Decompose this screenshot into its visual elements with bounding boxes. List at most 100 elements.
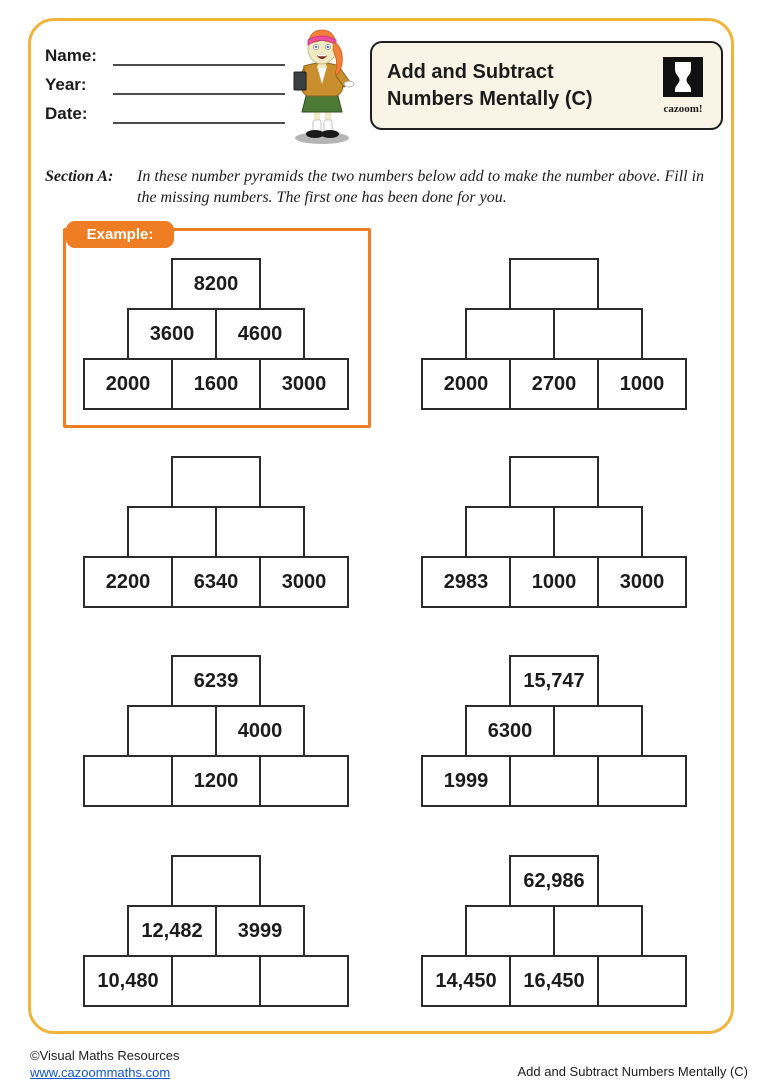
pyramid-cell-filled: 1200	[171, 755, 261, 807]
pyramid-cell-empty	[171, 855, 261, 907]
date-line	[113, 106, 285, 124]
pyramid-cell-filled: 4600	[215, 308, 305, 360]
pyramid-cell-empty	[171, 955, 261, 1007]
pyramid-cell-empty	[127, 506, 217, 558]
pyramid-cell-empty	[553, 905, 643, 957]
pyramid-cell-filled: 1000	[509, 556, 599, 608]
date-label: Date:	[45, 104, 88, 123]
pyramid-row	[420, 905, 688, 957]
pyramid-cell-filled: 2700	[509, 358, 599, 410]
pyramid-cell-empty	[259, 755, 349, 807]
title-line1: Add and Subtract	[387, 60, 554, 83]
year-label: Year:	[45, 75, 87, 94]
cazoom-logo: cazoom!	[661, 56, 705, 115]
pyramid-cell-empty	[597, 955, 687, 1007]
footer-worksheet-name: Add and Subtract Numbers Mentally (C)	[517, 1064, 748, 1079]
pyramid-row: 1200	[82, 755, 350, 807]
cazoom-logo-icon	[663, 56, 703, 97]
pyramid-cell-filled: 12,482	[127, 905, 217, 957]
pyramid-cell-filled: 2000	[83, 358, 173, 410]
pyramid-cell-empty	[553, 705, 643, 757]
page-border	[28, 18, 734, 1034]
pyramid-cell-filled: 8200	[171, 258, 261, 310]
pyramid-cell-filled: 10,480	[83, 955, 173, 1007]
pyramid-cell-empty	[553, 308, 643, 360]
pyramid-row	[420, 506, 688, 558]
pyramid-row	[82, 855, 350, 907]
pyramid-cell-filled: 3999	[215, 905, 305, 957]
pyramid-cell-empty	[465, 506, 555, 558]
pyramid-row: 4000	[82, 705, 350, 757]
pyramid-cell-filled: 62,986	[509, 855, 599, 907]
footer-website-link[interactable]: www.cazoommaths.com	[30, 1065, 171, 1080]
pyramid-row: 10,480	[82, 955, 350, 1007]
example-tab: Example:	[66, 221, 174, 248]
pyramid-cell-filled: 2000	[421, 358, 511, 410]
pyramid-cell-empty	[83, 755, 173, 807]
year-field: Year:	[45, 75, 285, 95]
example-frame	[63, 228, 371, 428]
pyramid-cell-empty	[597, 755, 687, 807]
pyramid-row	[82, 506, 350, 558]
year-line	[113, 77, 285, 95]
pyramid-row: 1999	[420, 755, 688, 807]
pyramid-row: 15,747	[420, 655, 688, 707]
section-a-instruction: In these number pyramids the two numbers…	[137, 168, 705, 206]
pyramid-cell-filled: 2200	[83, 556, 173, 608]
pyramid-cell-filled: 1000	[597, 358, 687, 410]
pyramid-cell-filled: 4000	[215, 705, 305, 757]
pyramid-cell-filled: 3000	[259, 556, 349, 608]
name-field: Name:	[45, 46, 285, 66]
pyramid-row	[420, 456, 688, 508]
name-label: Name:	[45, 46, 97, 65]
pyramid-row	[420, 258, 688, 310]
pyramid-row: 8200	[82, 258, 350, 310]
pyramid-row: 62,986	[420, 855, 688, 907]
section-a-label: Section A:	[45, 168, 114, 185]
worksheet-title-box: Add and Subtract Numbers Mentally (C) ca…	[370, 41, 723, 130]
pyramid-cell-filled: 1999	[421, 755, 511, 807]
pyramid-cell-empty	[553, 506, 643, 558]
pyramid-cell-filled: 1600	[171, 358, 261, 410]
pyramid-cell-filled: 3000	[259, 358, 349, 410]
worksheet-title: Add and Subtract Numbers Mentally (C)	[387, 59, 661, 113]
pyramid-cell-empty	[171, 456, 261, 508]
pyramid-row	[420, 308, 688, 360]
cazoom-logo-text: cazoom!	[663, 102, 703, 115]
pyramid-cell-empty	[465, 308, 555, 360]
pyramid-row	[82, 456, 350, 508]
date-field: Date:	[45, 104, 285, 124]
pyramid-cell-filled: 6340	[171, 556, 261, 608]
pyramid-cell-empty	[127, 705, 217, 757]
pyramid-cell-empty	[465, 905, 555, 957]
pyramid-cell-empty	[215, 506, 305, 558]
pyramid-cell-empty	[259, 955, 349, 1007]
pyramid-cell-filled: 16,450	[509, 955, 599, 1007]
pyramid-cell-empty	[509, 755, 599, 807]
section-a: Section A: In these number pyramids the …	[45, 166, 717, 208]
pyramid-cell-filled: 2983	[421, 556, 511, 608]
pyramid-row: 6300	[420, 705, 688, 757]
pyramid-row: 6239	[82, 655, 350, 707]
pyramid-cell-filled: 15,747	[509, 655, 599, 707]
name-line	[113, 48, 285, 66]
pyramid-cell-filled: 3600	[127, 308, 217, 360]
pyramid-cell-filled: 6239	[171, 655, 261, 707]
footer-copyright: ©Visual Maths Resources	[30, 1048, 180, 1063]
